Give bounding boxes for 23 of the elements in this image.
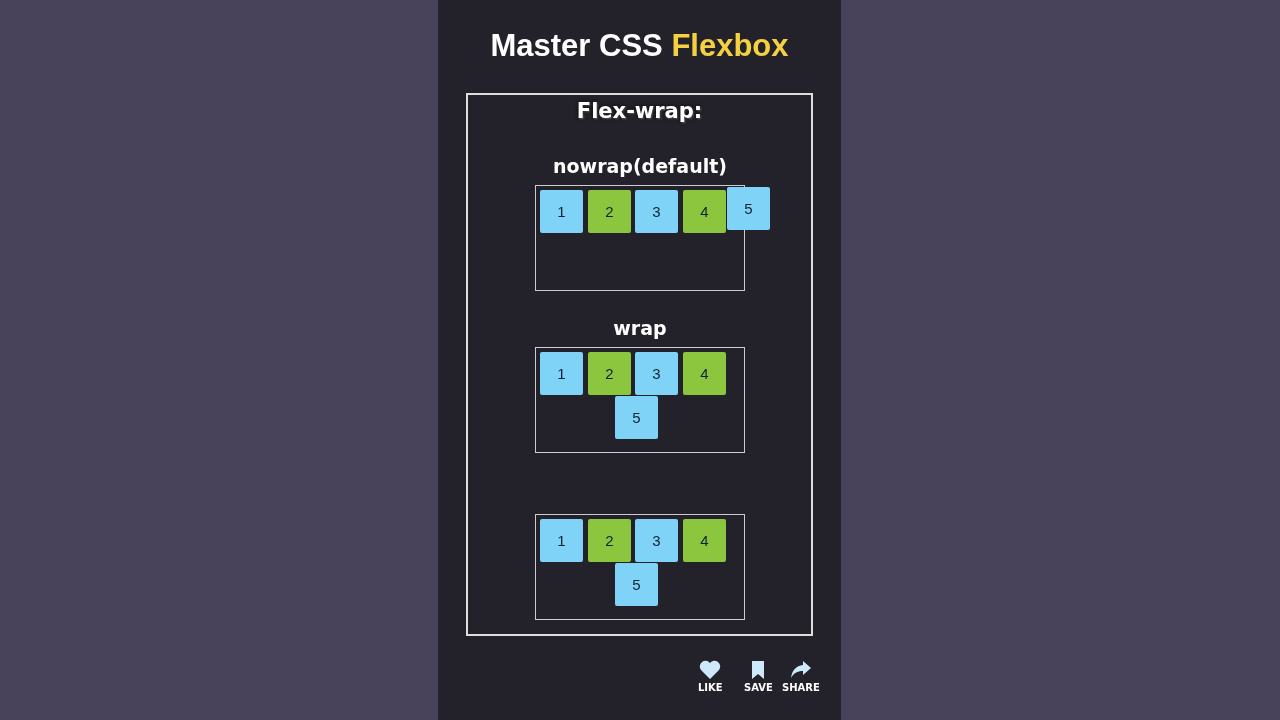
title: Master CSS Flexbox <box>489 28 790 64</box>
flex-item: 3 <box>635 519 678 562</box>
flex-item: 5 <box>615 563 658 606</box>
flex-item: 2 <box>588 519 631 562</box>
section-heading: wrap <box>612 317 668 339</box>
section-heading: nowrap(default) <box>552 155 728 177</box>
flex-item: 1 <box>540 519 583 562</box>
flex-item: 3 <box>635 352 678 395</box>
flex-item: 4 <box>683 352 726 395</box>
flex-item: 5 <box>615 396 658 439</box>
flex-item: 3 <box>635 190 678 233</box>
action-label: SAVE <box>744 682 773 693</box>
flex-item: 5 <box>727 187 770 230</box>
flex-item: 2 <box>588 190 631 233</box>
flex-item: 1 <box>540 190 583 233</box>
flex-item: 4 <box>683 519 726 562</box>
flex-item: 2 <box>588 352 631 395</box>
panel-heading: Flex-wrap: <box>575 99 704 123</box>
flex-item: 1 <box>540 352 583 395</box>
action-label: SHARE <box>782 682 820 693</box>
frame-panel <box>466 93 813 636</box>
action-label: LIKE <box>698 682 723 693</box>
flex-item: 4 <box>683 190 726 233</box>
